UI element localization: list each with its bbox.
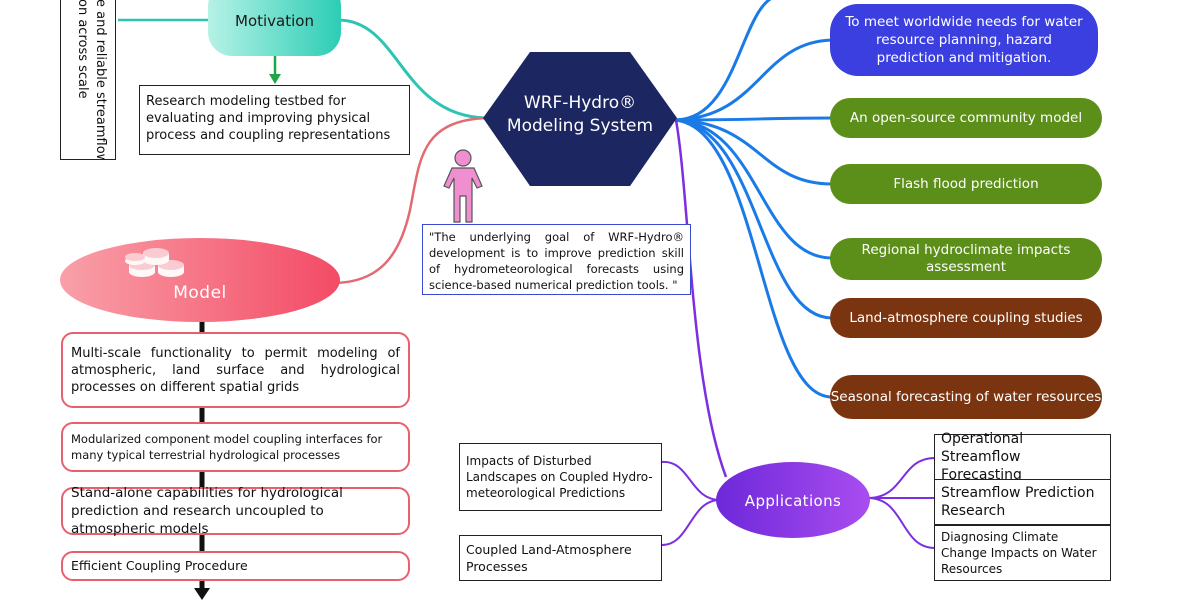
model-item-text: Stand-alone capabilities for hydrologica… bbox=[71, 485, 343, 537]
goal-water-resource-planning[interactable]: To meet worldwide needs for water resour… bbox=[830, 4, 1098, 76]
applications-pill-shape bbox=[716, 462, 870, 538]
model-item-multiscale[interactable]: Multi-scale functionality to permit mode… bbox=[61, 332, 410, 408]
application-disturbed-landscapes[interactable]: Impacts of Disturbed Landscapes on Coupl… bbox=[459, 443, 662, 511]
core-hexagon bbox=[483, 52, 677, 186]
coins-stack-icon bbox=[125, 248, 184, 277]
goal-label: An open-source community model bbox=[849, 110, 1083, 126]
goal-label: Regional hydroclimate impacts assessment bbox=[861, 242, 1071, 275]
model-label: Model bbox=[173, 283, 227, 303]
goal-open-source[interactable]: An open-source community model bbox=[830, 98, 1102, 138]
motivation-node[interactable]: Motivation bbox=[208, 6, 341, 36]
fragment-line-2: on across scale bbox=[75, 0, 90, 99]
application-operational-streamflow[interactable]: Operational Streamflow Forecasting bbox=[934, 431, 1111, 483]
application-coupled-land-atmosphere[interactable]: Coupled Land-Atmosphere Processes bbox=[459, 535, 662, 581]
connector-motivation bbox=[337, 18, 486, 120]
application-streamflow-research[interactable]: Streamflow Prediction Research bbox=[934, 479, 1111, 525]
goal-seasonal-forecasting[interactable]: Seasonal forecasting of water resources bbox=[830, 375, 1102, 419]
fragment-line-1: e and reliable streamflow bbox=[93, 0, 108, 160]
application-text: Streamflow Prediction Research bbox=[941, 485, 1095, 519]
goal-quote-box: "The underlying goal of WRF-Hydro® devel… bbox=[422, 224, 691, 295]
model-item-text: Multi-scale functionality to permit mode… bbox=[71, 345, 400, 395]
core-title-line-2: Modeling System bbox=[506, 116, 654, 136]
model-item-modularized[interactable]: Modularized component model coupling int… bbox=[61, 422, 410, 472]
application-text: Coupled Land-Atmosphere Processes bbox=[466, 542, 632, 574]
goal-label: Land-atmosphere coupling studies bbox=[849, 310, 1083, 326]
streamflow-fragment-box: e and reliable streamflow on across scal… bbox=[60, 0, 116, 160]
model-node[interactable]: Model bbox=[150, 280, 250, 306]
model-item-coupling[interactable]: Efficient Coupling Procedure bbox=[61, 551, 410, 581]
model-item-text: Modularized component model coupling int… bbox=[71, 432, 383, 462]
motivation-arrowhead bbox=[269, 74, 281, 84]
application-text: Operational Streamflow Forecasting bbox=[941, 431, 1024, 483]
model-item-standalone[interactable]: Stand-alone capabilities for hydrologica… bbox=[61, 485, 410, 537]
goal-hydroclimate[interactable]: Regional hydroclimate impacts assessment bbox=[830, 238, 1102, 280]
streamflow-fragment-text: e and reliable streamflow on across scal… bbox=[73, 0, 109, 159]
goal-label: Flash flood prediction bbox=[893, 176, 1039, 192]
motivation-description-box: Research modeling testbed for evaluating… bbox=[139, 85, 410, 155]
goal-land-atmosphere[interactable]: Land-atmosphere coupling studies bbox=[830, 298, 1102, 338]
application-text: Impacts of Disturbed Landscapes on Coupl… bbox=[466, 454, 653, 500]
applications-label: Applications bbox=[744, 492, 842, 510]
motivation-label: Motivation bbox=[235, 12, 314, 30]
goal-branches bbox=[674, 0, 833, 399]
goal-flash-flood[interactable]: Flash flood prediction bbox=[830, 164, 1102, 204]
core-node[interactable]: WRF-Hydro® Modeling System bbox=[495, 92, 665, 148]
applications-node[interactable]: Applications bbox=[716, 488, 870, 514]
model-arrowhead bbox=[194, 588, 210, 600]
core-title-line-1: WRF-Hydro® bbox=[523, 93, 637, 113]
goal-quote: "The underlying goal of WRF-Hydro® devel… bbox=[429, 230, 684, 292]
application-text: Diagnosing Climate Change Impacts on Wat… bbox=[941, 530, 1097, 576]
goal-label: Seasonal forecasting of water resources bbox=[830, 389, 1102, 405]
connector-applications bbox=[674, 119, 728, 478]
application-climate-change[interactable]: Diagnosing Climate Change Impacts on Wat… bbox=[934, 525, 1111, 581]
person-icon bbox=[443, 149, 483, 223]
application-branches bbox=[661, 457, 936, 549]
model-item-text: Efficient Coupling Procedure bbox=[71, 558, 248, 573]
motivation-description: Research modeling testbed for evaluating… bbox=[146, 94, 391, 143]
connector-model bbox=[334, 116, 489, 285]
motivation-pill-shape bbox=[208, 0, 341, 56]
goal-label: To meet worldwide needs for water resour… bbox=[845, 14, 1083, 66]
